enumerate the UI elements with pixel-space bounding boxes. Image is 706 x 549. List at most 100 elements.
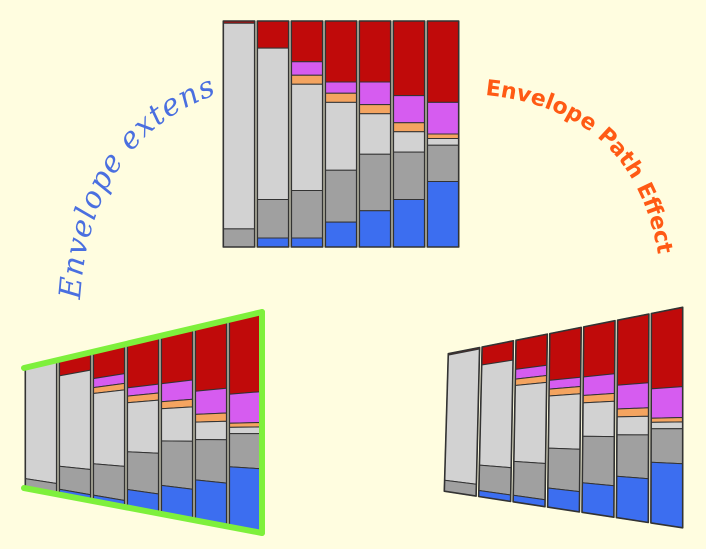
left-col-3-segment-4-light-gray (92, 389, 126, 467)
top-col-3-outline (290, 20, 324, 248)
left-col-7-segment-5-gray (228, 433, 262, 470)
top-col-7-segment-6-blue (426, 181, 460, 248)
left-col-6-segment-3-orange (194, 412, 228, 423)
top-col-3-segment-2-magenta (290, 61, 324, 76)
envelope-path-effect-label: Envelope Path Effect (484, 76, 676, 256)
right-col-4-segment-5-gray (547, 447, 581, 493)
right-col-6-segment-6-blue (615, 475, 649, 523)
top-col-4-outline (324, 20, 358, 248)
top-col-7-segment-3-orange (426, 133, 460, 139)
right-col-6-segment-3-orange (616, 407, 650, 418)
left-col-6-segment-2-magenta (194, 387, 228, 415)
top-col-6-outline (392, 20, 426, 248)
right-col-5-segment-4-light-gray (582, 400, 615, 438)
right-col-2-segment-2-light-gray (478, 359, 514, 469)
top-col-4-segment-5-gray (324, 169, 358, 223)
top-col-5-segment-5-gray (358, 153, 392, 212)
envelope-edge-3 (21, 485, 265, 536)
top-col-3-segment-6-blue (290, 237, 324, 248)
left-col-7-segment-4-light-gray (228, 426, 262, 435)
right-col-1-segment-2-light-gray (444, 348, 481, 485)
envelope-extension-label: Envelope extension (0, 0, 220, 301)
left-col-6-segment-5-gray (194, 439, 228, 484)
envelope-path-effect-chart-group (443, 306, 684, 529)
left-col-7-segment-2-magenta (228, 391, 262, 424)
right-col-3-segment-5-gray (512, 460, 547, 501)
top-col-2-outline (256, 20, 290, 248)
right-col-1-outline (443, 346, 481, 497)
top-col-4-segment-2-magenta (324, 81, 358, 94)
left-col-5-segment-4-light-gray (160, 406, 194, 442)
left-col-6-segment-4-light-gray (194, 420, 228, 441)
top-col-6-segment-2-magenta (392, 95, 426, 124)
envelope-extension-chart-group (21, 309, 265, 536)
left-col-5-segment-5-gray (160, 440, 194, 490)
left-col-4-segment-4-light-gray (126, 399, 160, 454)
left-col-5-segment-2-magenta (160, 379, 194, 403)
right-col-3-outline (512, 333, 549, 508)
top-col-5-segment-2-magenta (358, 81, 392, 106)
right-col-5-segment-1-red (582, 320, 616, 378)
right-col-2-outline (477, 339, 515, 503)
top-col-6-segment-1-red (392, 20, 426, 97)
right-col-5-outline (581, 319, 616, 519)
top-col-3-segment-5-gray (290, 190, 324, 239)
top-col-7-segment-5-gray (426, 144, 460, 182)
right-col-7-outline (650, 306, 684, 529)
top-col-5-outline (358, 20, 392, 248)
left-col-7-segment-1-red (228, 311, 262, 395)
top-col-3-segment-3-orange (290, 74, 324, 85)
top-col-5-segment-6-blue (358, 210, 392, 248)
top-col-7-segment-1-red (426, 20, 460, 103)
right-col-5-segment-2-magenta (582, 373, 616, 396)
top-col-7-segment-4-light-gray (426, 138, 460, 146)
top-col-4-segment-4-light-gray (324, 101, 358, 171)
original-chart-group (222, 20, 460, 248)
left-col-6-segment-1-red (194, 319, 228, 392)
top-col-6-segment-4-light-gray (392, 131, 426, 153)
right-col-4-segment-1-red (548, 326, 582, 381)
right-col-6-segment-4-light-gray (616, 415, 650, 436)
right-col-4-segment-4-light-gray (547, 393, 581, 450)
right-col-4-outline (546, 326, 583, 513)
right-col-2-segment-3-gray (478, 464, 512, 496)
top-col-2-segment-4-blue (256, 237, 290, 248)
top-col-2-segment-1-red (256, 20, 290, 49)
right-col-6-segment-1-red (616, 313, 650, 386)
top-col-1-outline (222, 20, 256, 248)
left-col-3-segment-5-gray (92, 463, 126, 501)
top-col-5-segment-1-red (358, 20, 392, 83)
right-col-5-segment-5-gray (581, 435, 615, 487)
right-col-6-segment-2-magenta (616, 382, 650, 410)
top-col-2-segment-2-light-gray (256, 47, 290, 200)
right-col-7-segment-6-blue (650, 461, 684, 529)
left-col-2-segment-2-light-gray (58, 369, 92, 470)
top-col-5-segment-4-light-gray (358, 113, 392, 155)
left-col-7-segment-6-blue (228, 466, 262, 534)
top-col-7-segment-2-magenta (426, 101, 460, 135)
right-col-7-segment-2-magenta (650, 386, 684, 419)
envelope-edge-1 (21, 309, 265, 371)
top-col-1-segment-3-gray (222, 228, 256, 248)
top-col-4-segment-6-blue (324, 221, 358, 248)
top-col-4-segment-3-orange (324, 92, 358, 103)
right-col-7-segment-1-red (650, 306, 684, 390)
left-col-4-segment-5-gray (126, 451, 160, 495)
top-col-6-segment-3-orange (392, 122, 426, 133)
top-col-3-segment-4-light-gray (290, 83, 324, 191)
top-col-7-outline (426, 20, 460, 248)
right-col-7-segment-4-light-gray (650, 421, 684, 430)
top-col-1-segment-2-light-gray (222, 22, 256, 230)
right-col-6-segment-5-gray (616, 434, 649, 480)
right-col-7-segment-5-gray (650, 428, 684, 465)
top-col-3-segment-1-red (290, 20, 324, 63)
top-col-4-segment-1-red (324, 20, 358, 83)
right-col-6-outline (615, 313, 650, 524)
right-col-3-segment-4-light-gray (513, 381, 548, 464)
right-col-5-segment-6-blue (581, 482, 615, 518)
left-col-1-segment-2-light-gray (24, 361, 58, 484)
top-col-6-segment-5-gray (392, 151, 426, 200)
top-col-2-segment-3-gray (256, 199, 290, 239)
top-col-6-segment-6-blue (392, 199, 426, 248)
